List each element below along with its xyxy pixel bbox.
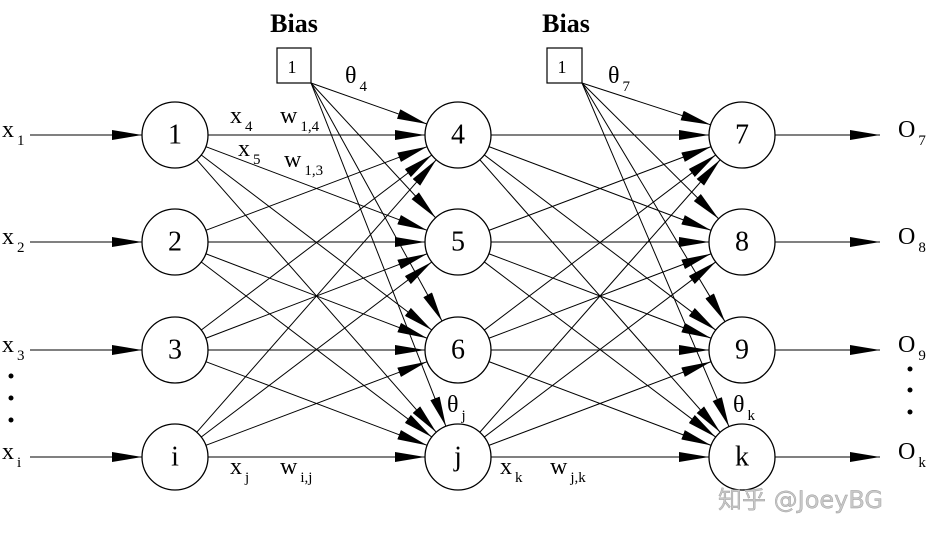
bias-edge-output <box>581 82 719 220</box>
input-node: 1 <box>141 101 209 169</box>
weight-edge <box>484 261 716 438</box>
input-node: 3 <box>141 316 209 384</box>
weight-edge <box>488 361 712 446</box>
input-node: 2 <box>141 208 209 276</box>
watermark: 知乎 @JoeyBG <box>718 486 883 514</box>
output-node: 7 <box>708 101 776 169</box>
output-node: 8 <box>708 208 776 276</box>
weight-edge <box>196 159 437 433</box>
nodes: 1 2 3 i 4 5 6 j 7 8 9 k <box>141 101 776 491</box>
bias-edge-output <box>581 82 711 126</box>
input-node: i <box>141 423 209 491</box>
node-label: j <box>453 442 462 473</box>
bias-edge-hidden <box>310 82 436 219</box>
node-label: 6 <box>451 335 465 366</box>
bias-value-output: 1 <box>558 57 567 77</box>
node-label: 4 <box>451 120 465 151</box>
bias-edge-hidden <box>310 82 443 322</box>
node-label: 2 <box>168 227 182 258</box>
hidden-node: 5 <box>424 208 492 276</box>
hidden-node: 6 <box>424 316 492 384</box>
connections <box>30 82 880 462</box>
node-label: k <box>735 442 749 473</box>
ellipsis-output <box>907 366 913 415</box>
bias-title-hidden: Bias <box>270 9 318 38</box>
bias-edge-output <box>581 82 726 322</box>
ellipsis-input <box>8 373 14 423</box>
output-node: 9 <box>708 316 776 384</box>
bias-edge-hidden <box>310 82 447 427</box>
node-label: 5 <box>451 227 465 258</box>
node-label: 3 <box>168 335 182 366</box>
weight-edge <box>205 361 428 446</box>
bias-box-output <box>546 47 583 84</box>
weight-edge <box>484 154 716 331</box>
bias-edge-output <box>581 82 730 427</box>
weight-edge <box>200 154 433 331</box>
bias-value-hidden: 1 <box>288 57 297 77</box>
hidden-node: 4 <box>424 101 492 169</box>
weight-edge <box>488 146 712 231</box>
weight-edge <box>205 146 428 231</box>
node-label: i <box>171 442 179 473</box>
hidden-node: j <box>424 423 492 491</box>
node-label: 7 <box>735 120 749 151</box>
weight-edge <box>479 159 721 433</box>
node-label: 8 <box>735 227 749 258</box>
node-label: 1 <box>168 120 182 151</box>
node-label: 9 <box>735 335 749 366</box>
bias-edge-hidden <box>310 82 428 125</box>
output-node: k <box>708 423 776 491</box>
bias-title-output: Bias <box>542 9 590 38</box>
bias-box-hidden <box>276 47 312 84</box>
